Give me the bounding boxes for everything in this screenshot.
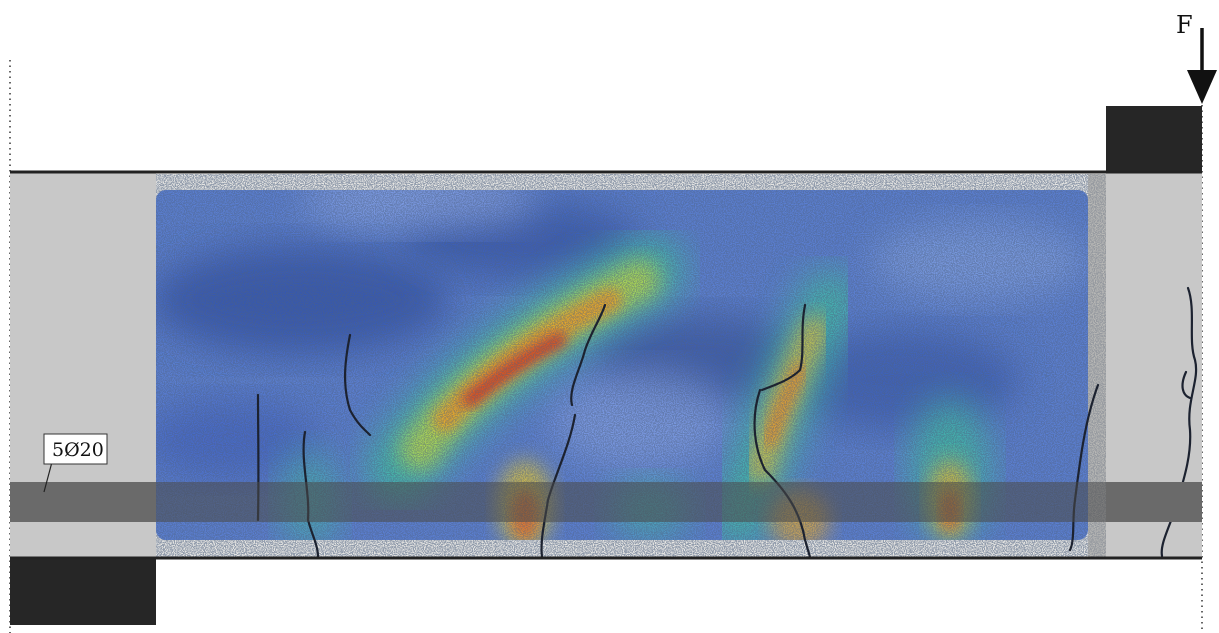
rebar-band-ends-right: [1106, 482, 1202, 522]
rebar-band-ends-left: [10, 482, 156, 522]
rebar-leader-line: [43, 461, 53, 493]
rebar-band: [10, 482, 1202, 522]
rebar-label-box: [43, 433, 108, 465]
load-label: F: [1176, 11, 1193, 39]
load-plate: [1106, 106, 1202, 172]
load-arrow: [1187, 28, 1217, 104]
rebar-label: 5Ø20: [52, 439, 104, 461]
support-block: [10, 559, 156, 625]
